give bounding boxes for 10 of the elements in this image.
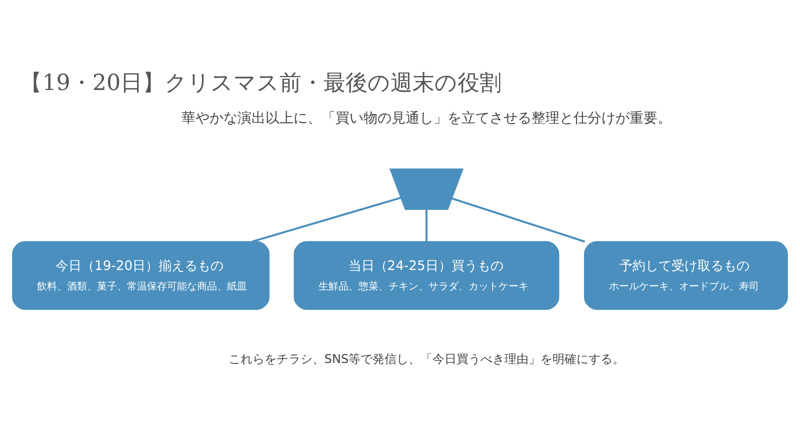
node-box: 予約して受け取るもの ホールケーキ、オードブル、寿司 [584,241,788,310]
node-box: 今日（19-20日）揃えるもの 飲料、酒類、菓子、常温保存可能な商品、紙皿 [12,241,270,310]
node-box: 当日（24-25日）買うもの 生鮮品、惣菜、チキン、サラダ、カットケーキ [294,241,560,310]
diagram-title: 【19・20日】クリスマス前・最後の週末の役割 [20,70,502,96]
connector [252,196,401,243]
label: これらをチラシ、SNS等で発信し、「今日買うべき理由」を明確にする。 [228,352,625,366]
connector [426,210,428,242]
node-picture [389,168,464,210]
connector [452,197,586,243]
label: 華やかな演出以上に、「買い物の見通し」を立てさせる整理と仕分けが重要。 [182,110,672,126]
